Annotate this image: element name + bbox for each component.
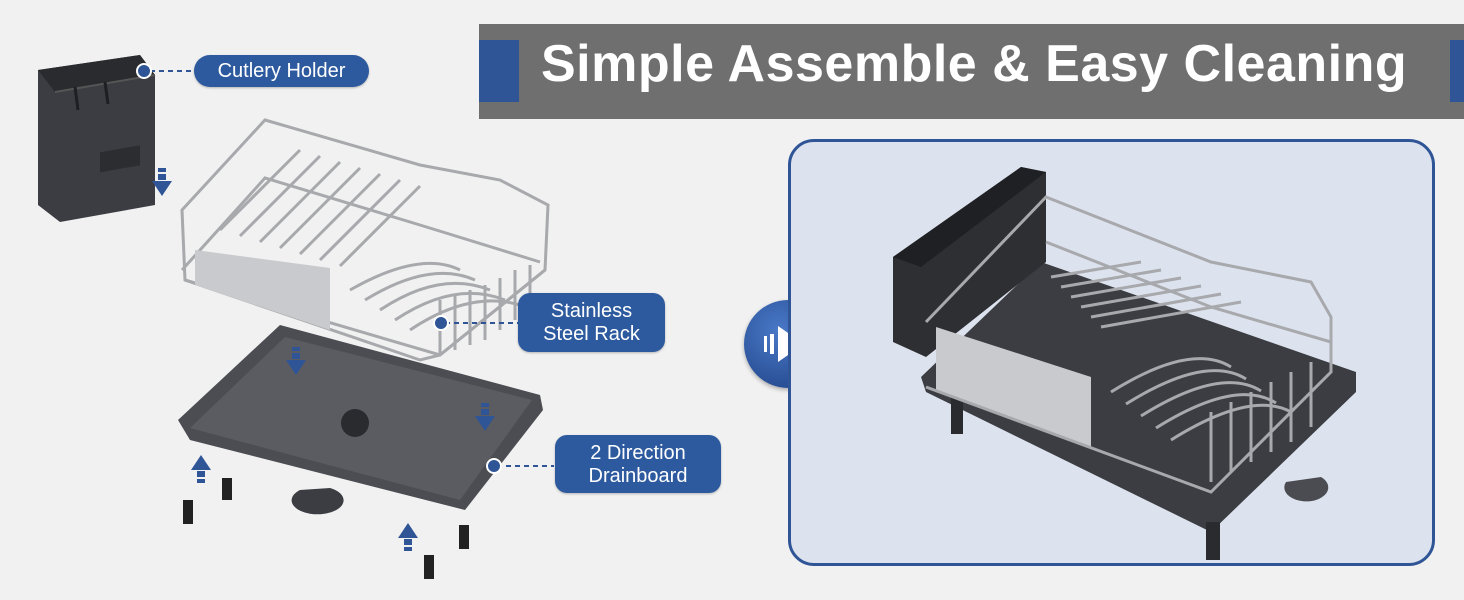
drainboard-illustration <box>178 325 543 579</box>
banner-title: Simple Assemble & Easy Cleaning <box>541 35 1408 93</box>
drainboard-label: 2 Direction Drainboard <box>555 435 721 493</box>
cutlery-holder-text: Cutlery Holder <box>217 60 346 82</box>
exploded-product-illustration <box>38 55 554 579</box>
title-banner: Simple Assemble & Easy Cleaning <box>479 24 1464 119</box>
down-arrow-icon <box>152 168 172 196</box>
steel-rack-label: Stainless Steel Rack <box>518 293 665 352</box>
cutlery-holder-label: Cutlery Holder <box>194 55 369 87</box>
down-arrow-icon <box>286 347 306 375</box>
steel-rack-text-line1: Stainless <box>550 300 633 322</box>
callout-dots <box>136 63 502 474</box>
steel-panel <box>195 250 330 330</box>
up-arrow-icon <box>398 523 418 551</box>
up-arrow-icon <box>191 455 211 483</box>
drainboard-text-line2: Drainboard <box>588 465 688 487</box>
assembled-product-panel <box>788 139 1435 566</box>
drainboard-text-line1: 2 Direction <box>590 442 686 464</box>
assembled-rack-illustration <box>893 167 1356 560</box>
cutlery-holder-illustration <box>38 55 156 222</box>
banner-accent-left <box>479 40 519 102</box>
banner-accent-right <box>1450 40 1464 102</box>
callout-lines <box>150 70 554 467</box>
steel-rack-text-line2: Steel Rack <box>543 323 640 345</box>
down-arrow-icon <box>475 403 495 431</box>
